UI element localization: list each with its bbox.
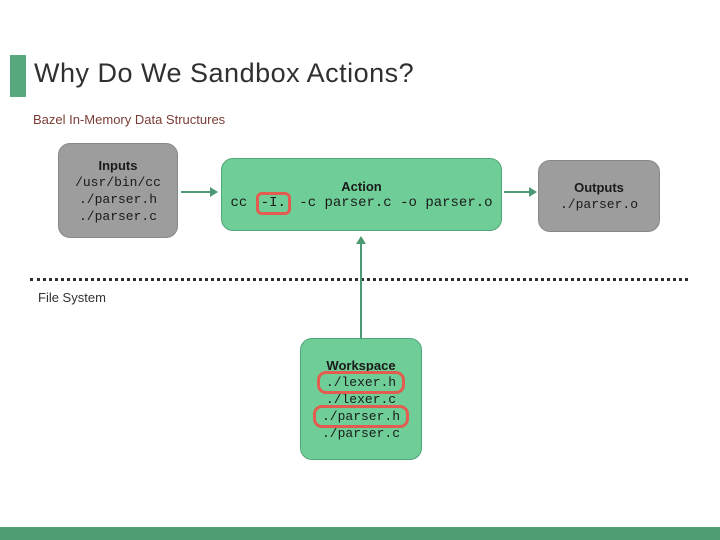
inputs-file-item: ./parser.c	[78, 208, 157, 224]
action-to-outputs-arrow	[504, 187, 537, 197]
memory-filesystem-divider	[30, 278, 688, 281]
inputs-box-title: Inputs	[98, 157, 138, 173]
arrow-shaft	[504, 191, 529, 193]
workspace-box-title: Workspace	[326, 357, 396, 373]
inputs-box: Inputs /usr/bin/cc ./parser.h ./parser.c	[58, 143, 178, 238]
workspace-file-lexer-h-highlighted: ./lexer.h	[316, 370, 406, 394]
arrow-head-right-icon	[210, 187, 218, 197]
page-title: Why Do We Sandbox Actions?	[34, 58, 415, 88]
workspace-file-lexer-c: ./lexer.c	[325, 391, 397, 407]
memory-section-label: Bazel In-Memory Data Structures	[33, 112, 226, 127]
command-prefix: cc	[230, 194, 256, 211]
arrow-head-up-icon	[356, 236, 366, 244]
workspace-to-action-arrow	[356, 236, 366, 339]
arrow-shaft	[181, 191, 210, 193]
action-command: cc -I. -c parser.c -o parser.o	[230, 191, 493, 215]
command-suffix: -c parser.c -o parser.o	[290, 194, 493, 211]
inputs-to-action-arrow	[181, 187, 218, 197]
footer-accent-bar	[0, 527, 720, 540]
arrow-shaft	[360, 244, 362, 339]
workspace-box: Workspace ./lexer.h ./lexer.c ./parser.h…	[300, 338, 422, 460]
action-box: Action cc -I. -c parser.c -o parser.o	[221, 158, 502, 231]
workspace-file-parser-c: ./parser.c	[321, 425, 400, 441]
filesystem-section-label: File System	[38, 290, 106, 305]
arrow-head-right-icon	[529, 187, 537, 197]
action-box-title: Action	[341, 178, 382, 194]
outputs-box: Outputs ./parser.o	[538, 160, 660, 232]
outputs-box-title: Outputs	[574, 180, 624, 195]
outputs-file-item: ./parser.o	[559, 197, 638, 212]
inputs-file-item: /usr/bin/cc	[75, 174, 161, 190]
inputs-file-item: ./parser.h	[78, 191, 157, 207]
include-flag-highlight: -I.	[255, 191, 291, 215]
workspace-file-parser-h-highlighted: ./parser.h	[312, 404, 409, 428]
title-accent-bar	[10, 55, 26, 97]
